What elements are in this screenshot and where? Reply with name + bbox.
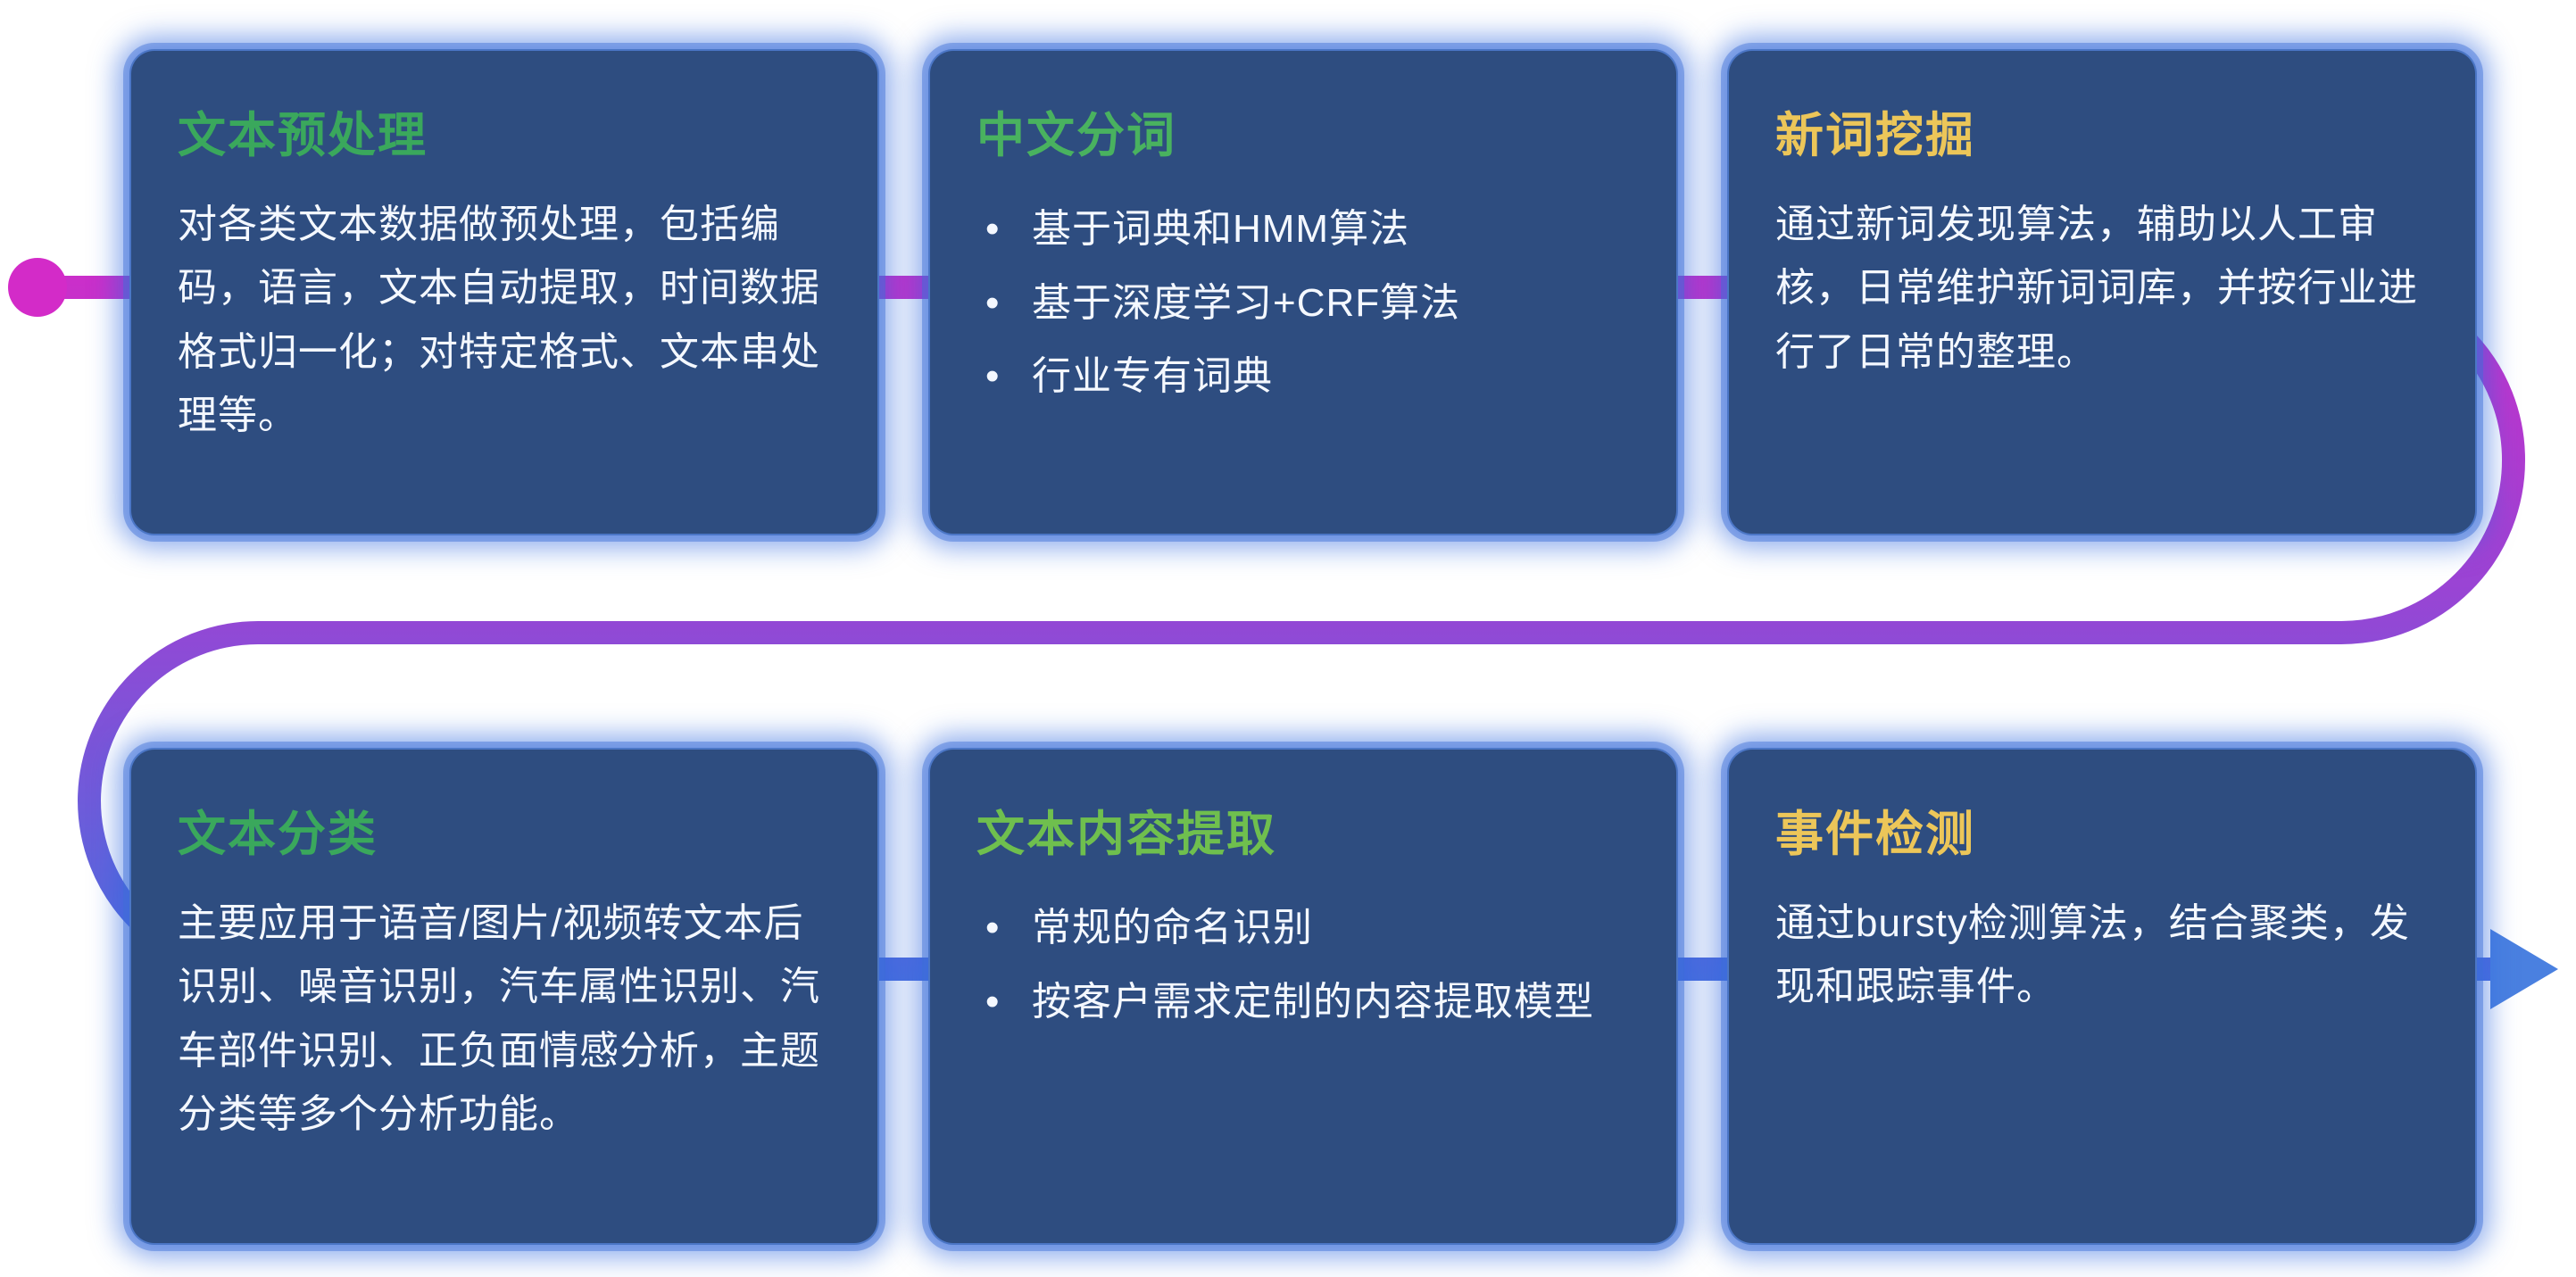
card-title: 事件检测 — [1775, 808, 1975, 861]
card-body: 通过新词发现算法，辅助以人工审核，日常维护新词词库，并按行业进行了日常的整理。 — [1775, 203, 2418, 374]
card-bullet-list: 基于词典和HMM算法 基于深度学习+CRF算法 行业专有词典 — [976, 193, 1630, 414]
card-body: 主要应用于语音/图片/视频转文本后识别、噪音识别，汽车属性识别、汽车部件识别、正… — [178, 901, 820, 1136]
card-chinese-word-segmentation: 中文分词 基于词典和HMM算法 基于深度学习+CRF算法 行业专有词典 — [928, 49, 1678, 535]
flow-start-dot — [8, 258, 67, 317]
flow-arrow-icon — [2490, 929, 2558, 1009]
card-event-detection: 事件检测 通过bursty检测算法，结合聚类，发现和跟踪事件。 — [1727, 748, 2477, 1245]
card-new-word-mining: 新词挖掘 通过新词发现算法，辅助以人工审核，日常维护新词词库，并按行业进行了日常… — [1727, 49, 2477, 535]
bullet-item: 基于深度学习+CRF算法 — [976, 267, 1630, 341]
card-title: 文本分类 — [178, 808, 378, 861]
card-bullet-list: 常规的命名识别 按客户需求定制的内容提取模型 — [976, 891, 1630, 1039]
card-body: 对各类文本数据做预处理，包括编码，语言，文本自动提取，时间数据格式归一化；对特定… — [178, 203, 820, 437]
card-text-classification: 文本分类 主要应用于语音/图片/视频转文本后识别、噪音识别，汽车属性识别、汽车部… — [129, 748, 879, 1245]
flow-line — [26, 276, 2525, 981]
bullet-item: 基于词典和HMM算法 — [976, 193, 1630, 267]
card-title: 文本预处理 — [178, 109, 428, 162]
card-text-preprocessing: 文本预处理 对各类文本数据做预处理，包括编码，语言，文本自动提取，时间数据格式归… — [129, 49, 879, 535]
bullet-item: 常规的命名识别 — [976, 891, 1630, 966]
card-title: 中文分词 — [976, 109, 1176, 162]
card-title: 新词挖掘 — [1775, 109, 1975, 162]
card-text-content-extraction: 文本内容提取 常规的命名识别 按客户需求定制的内容提取模型 — [928, 748, 1678, 1245]
card-title: 文本内容提取 — [976, 808, 1276, 861]
card-body: 通过bursty检测算法，结合聚类，发现和跟踪事件。 — [1775, 901, 2410, 1009]
bullet-item: 行业专有词典 — [976, 340, 1630, 414]
bullet-item: 按客户需求定制的内容提取模型 — [976, 966, 1630, 1040]
